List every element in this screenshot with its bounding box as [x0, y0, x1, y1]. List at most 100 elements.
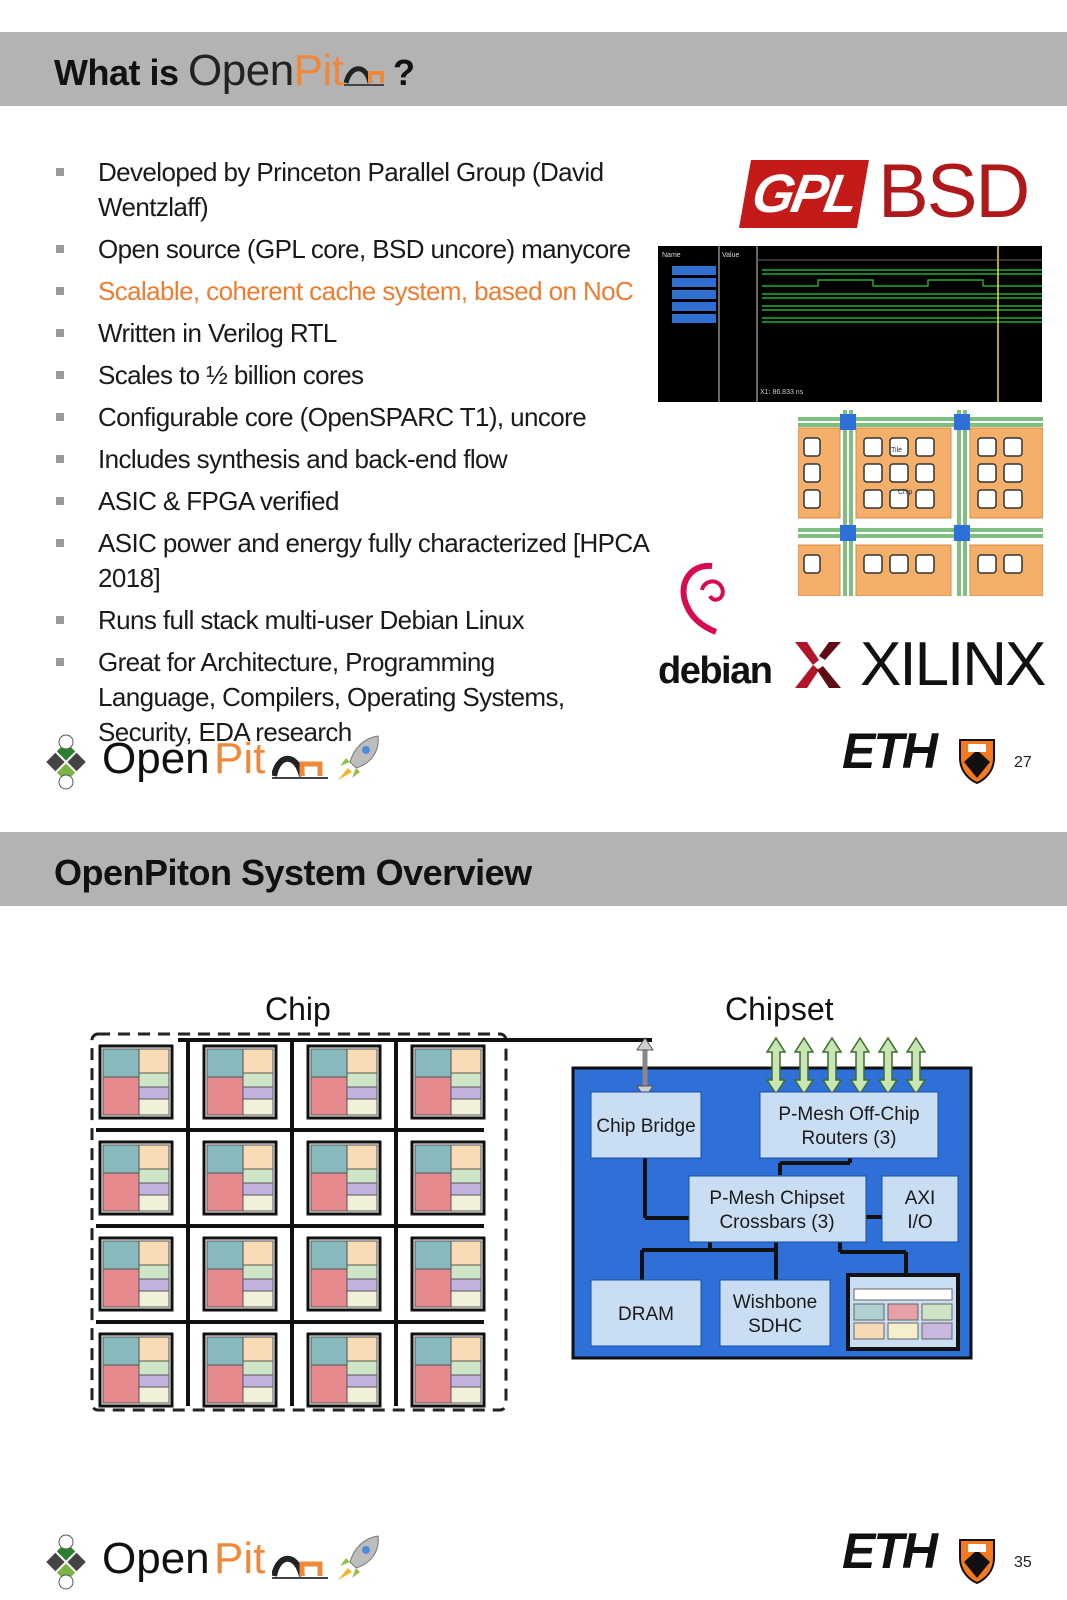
chip-bridge-label: Chip Bridge: [596, 1116, 695, 1137]
bsd-logo: BSD: [878, 149, 1030, 234]
title-logo-pit: Pit: [293, 46, 344, 95]
waveform-header-name: Name: [662, 252, 681, 259]
bullet-text: Open source (GPL core, BSD uncore) manyc…: [98, 234, 631, 264]
xilinx-text: XILINX: [860, 630, 1046, 699]
bullet-marker: [56, 329, 64, 337]
chip-tile: [202, 1332, 278, 1408]
wishbone-label-2: SDHC: [748, 1316, 802, 1337]
footer-logo-pit: Pit: [214, 734, 266, 783]
dram-label: DRAM: [618, 1304, 674, 1325]
waveform-viewer-image: Name Value X1: 86.833 ns: [658, 246, 1042, 402]
title-bar: What is OpenPit ?: [0, 32, 1067, 106]
bullet-marker: [56, 287, 64, 295]
piton-diamond-icon: [46, 1534, 86, 1590]
wishbone-sdhc-block: Wishbone SDHC: [719, 1279, 831, 1347]
chip-tile: [306, 1332, 382, 1408]
bullet-item: Scales to ½ billion cores: [56, 358, 716, 393]
chip-tile: [306, 1140, 382, 1216]
eth-text: ETH: [842, 1523, 938, 1579]
chip-tile-grid: [96, 1040, 486, 1408]
rocket-icon: [338, 735, 379, 780]
fpga-chip-icon: [846, 1273, 960, 1351]
bullet-marker: [56, 455, 64, 463]
footer-openpiton-logo: Open Pit: [36, 732, 396, 792]
bullet-item: Written in Verilog RTL: [56, 316, 716, 351]
chip-tile: [202, 1044, 278, 1120]
chip-bridge-block: Chip Bridge: [590, 1091, 702, 1159]
chip-tile: [410, 1332, 486, 1408]
bullet-item: Developed by Princeton Parallel Group (D…: [56, 155, 716, 225]
wishbone-label-1: Wishbone: [733, 1292, 818, 1313]
slide-system-overview: OpenPiton System Overview Chip Chipset C…: [0, 800, 1067, 1600]
title-prefix: What is: [54, 52, 179, 93]
offchip-routers-label-1: P-Mesh Off-Chip: [778, 1104, 919, 1125]
chip-tile: [410, 1140, 486, 1216]
waveform-header-value: Value: [722, 252, 739, 259]
offchip-routers-block: P-Mesh Off-Chip Routers (3): [759, 1091, 939, 1159]
bullet-text: ASIC power and energy fully characterize…: [98, 528, 648, 593]
bsd-text: BSD: [878, 149, 1030, 234]
bullet-item: Configurable core (OpenSPARC T1), uncore: [56, 400, 716, 435]
page-number-text: 27: [1014, 754, 1032, 771]
chipset-label: Chipset: [725, 991, 834, 1027]
title-logo-open: Open: [188, 46, 294, 95]
bullet-marker: [56, 539, 64, 547]
xilinx-wordmark: XILINX: [860, 630, 1046, 699]
chipset-crossbar-block: P-Mesh Chipset Crossbars (3): [688, 1175, 867, 1243]
page-number-text: 35: [1014, 1554, 1032, 1571]
bullet-text: ASIC & FPGA verified: [98, 486, 339, 516]
rocket-icon: [338, 1535, 379, 1580]
piton-glyph-icon: [272, 1555, 328, 1579]
chip-tile: [306, 1236, 382, 1312]
mesh-topology-image: Tile Chip: [798, 410, 1043, 596]
gpl-logo: GPL: [739, 160, 869, 228]
chip-tile: [202, 1140, 278, 1216]
system-overview-diagram: Chip Chipset Chip Bridge P-Mesh Off-Chip…: [90, 991, 973, 1412]
axi-label-1: AXI: [905, 1188, 936, 1209]
offchip-routers-label-2: Routers (3): [801, 1128, 896, 1149]
gpl-text: GPL: [747, 164, 861, 224]
piton-glyph-icon: [343, 66, 384, 86]
footer-logo-open: Open: [102, 734, 210, 783]
chip-boundary: [90, 1032, 508, 1412]
bullet-text: Includes synthesis and back-end flow: [98, 444, 508, 474]
mesh-chip-label: Chip: [898, 489, 913, 496]
axi-io-block: AXI I/O: [881, 1175, 959, 1243]
debian-swirl-icon: [680, 562, 725, 635]
bullet-marker: [56, 616, 64, 624]
bullet-marker: [56, 371, 64, 379]
slide-title: OpenPiton System Overview: [54, 852, 532, 894]
footer-logo-pit: Pit: [214, 1534, 266, 1583]
mesh-tile-label: Tile: [891, 447, 902, 454]
bullet-text: Great for Architecture, Programming Lang…: [98, 647, 565, 747]
debian-text: debian: [658, 650, 773, 692]
debian-wordmark: debian: [658, 650, 773, 693]
bullet-marker: [56, 497, 64, 505]
bullet-marker: [56, 168, 64, 176]
bullet-marker: [56, 658, 64, 666]
bullet-item: ASIC & FPGA verified: [56, 484, 716, 519]
bullet-text: Configurable core (OpenSPARC T1), uncore: [98, 402, 587, 432]
bullet-text: Developed by Princeton Parallel Group (D…: [98, 157, 604, 222]
chip-tile: [98, 1236, 174, 1312]
page-number: 35: [1014, 1554, 1032, 1572]
princeton-shield-icon: [959, 739, 995, 784]
crossbar-label-1: P-Mesh Chipset: [709, 1188, 845, 1209]
chip-tile: [98, 1332, 174, 1408]
page-number: 27: [1014, 754, 1032, 772]
chip-tile: [410, 1236, 486, 1312]
piton-glyph-icon: [272, 755, 328, 779]
bullet-item: ASIC power and energy fully characterize…: [56, 526, 716, 596]
princeton-shield-icon: [959, 1539, 995, 1584]
chip-tile: [202, 1236, 278, 1312]
xilinx-x-icon: [795, 642, 841, 688]
waveform-cursor-readout: X1: 86.833 ns: [760, 389, 804, 396]
slide-title: What is OpenPit ?: [54, 46, 415, 96]
chip-tile: [98, 1140, 174, 1216]
title-suffix: ?: [393, 52, 415, 93]
bullet-item: Open source (GPL core, BSD uncore) manyc…: [56, 232, 716, 267]
bullet-item: Scalable, coherent cache system, based o…: [56, 274, 716, 309]
footer-openpiton-logo: Open Pit: [36, 1532, 396, 1592]
dram-block: DRAM: [590, 1279, 702, 1347]
chip-tile: [98, 1044, 174, 1120]
